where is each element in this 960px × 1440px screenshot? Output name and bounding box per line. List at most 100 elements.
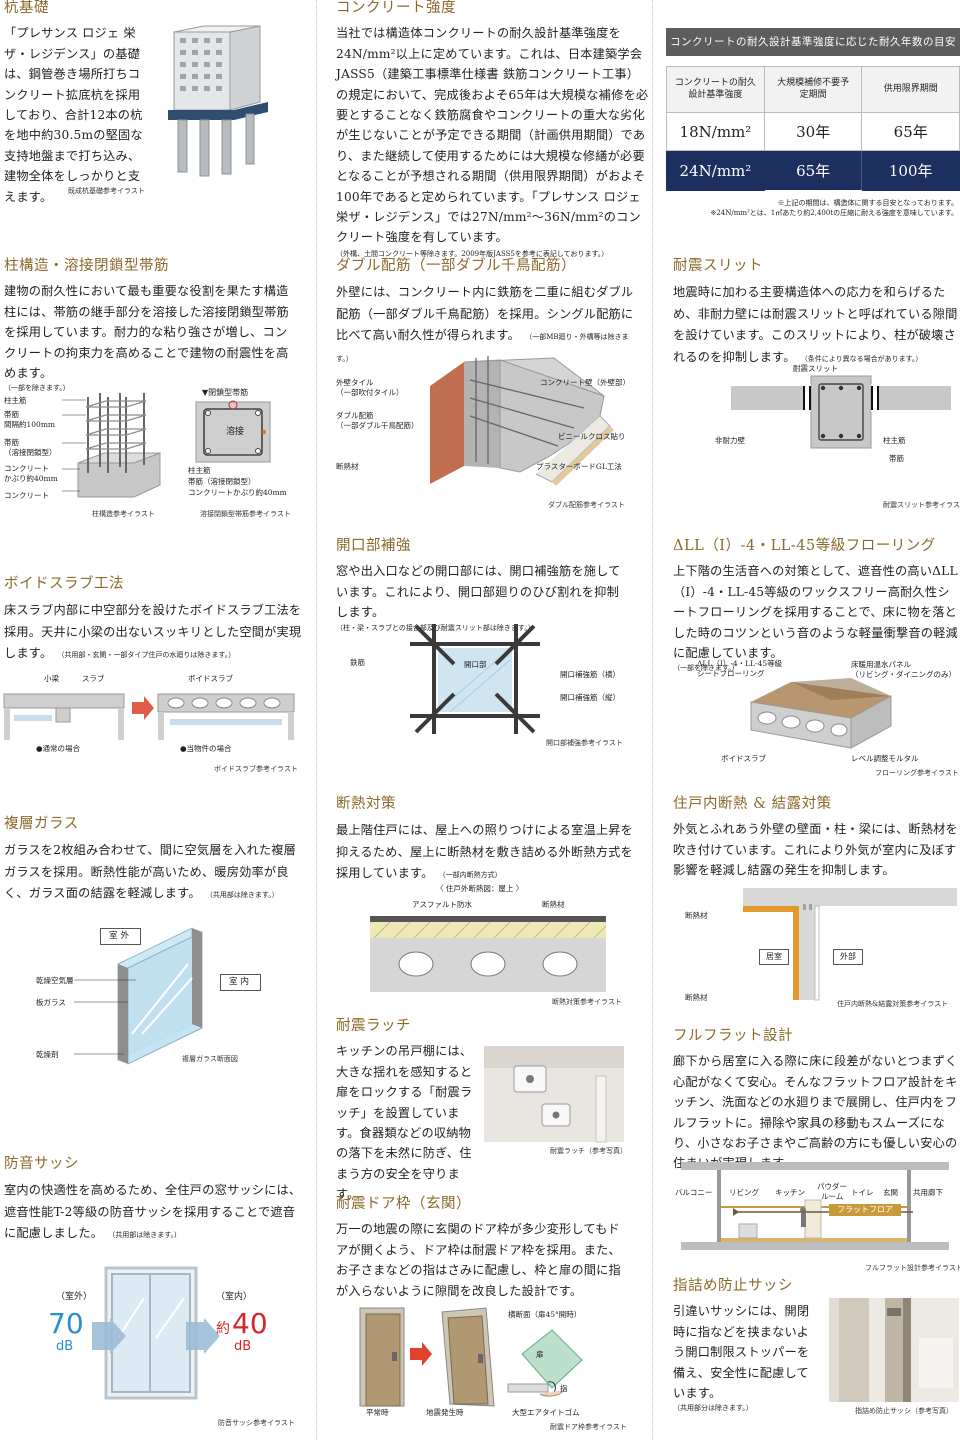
section-title: 指詰め防止サッシ bbox=[673, 1278, 793, 1294]
room-label: バルコニー bbox=[675, 1188, 713, 1197]
flooring-illustration bbox=[750, 678, 892, 749]
table-header: 大規模補修不要予定期間 bbox=[763, 66, 863, 113]
fullflat-section: フルフラット設計 廊下から居室に入る際に床に段差がないとつまずく心配がなくて安心… bbox=[673, 1028, 960, 1272]
table-header: 供用限界期間 bbox=[861, 66, 960, 113]
diagram-label: （溶接閉鎖型） bbox=[4, 448, 57, 457]
section-body: 引違いサッシには、開閉時に指などを挟まないよう開口制限ストッパーを備え、安全性に… bbox=[673, 1304, 810, 1401]
durability-table: コンクリートの耐久設計基準強度 大規模補修不要予定期間 供用限界期間 18N/m… bbox=[666, 66, 960, 191]
section-title: 耐震ラッチ bbox=[336, 1018, 411, 1034]
condensation-illustration bbox=[743, 888, 957, 1001]
diagram-label: （一部ダブル千鳥配筋） bbox=[336, 421, 419, 430]
room-label: 共用廊下 bbox=[913, 1188, 943, 1197]
section-title: コンクリート強度 bbox=[336, 0, 456, 16]
room-label: トイレ bbox=[851, 1188, 874, 1197]
table-cell: 65年 bbox=[763, 150, 863, 191]
leader-lines bbox=[74, 979, 136, 1055]
slit-section: 耐震スリット 地震時に加わる主要構造体への応力を和らげるため、非耐力壁には耐震ス… bbox=[673, 258, 960, 516]
diagram-label: 間隔約100mm bbox=[4, 420, 56, 429]
diagram-label: 断熱材 bbox=[336, 462, 359, 471]
illustration-caption: 溶接閉鎖型帯筋参考イラスト bbox=[200, 510, 291, 518]
diagram-label: ●当物件の場合 bbox=[180, 744, 232, 753]
diagram-label: 横断面（扉45°開時） bbox=[508, 1310, 582, 1319]
section-body: キッチンの吊戸棚には、大きな揺れを感知すると扉をロックする「耐震ラッチ」を設置し… bbox=[336, 1044, 473, 1202]
diagram-label: 帯筋 bbox=[889, 454, 904, 463]
room-label: リビング bbox=[729, 1188, 759, 1197]
diagram-label: ▼閉鎖型帯筋 bbox=[202, 388, 249, 397]
table-cell: 30年 bbox=[763, 112, 863, 151]
section-note: （一部を除きます。） bbox=[4, 384, 70, 393]
section-title: 複層ガラス bbox=[4, 816, 79, 832]
section-note: （一部を除きます。） bbox=[673, 664, 739, 673]
section-title: ダブル配筋（一部ダブル千鳥配筋） bbox=[336, 258, 576, 274]
sound-arrow-out bbox=[186, 1318, 220, 1354]
diagram-label: 平常時 bbox=[366, 1408, 389, 1417]
pile-illustration bbox=[168, 25, 268, 177]
opening-section: 開口部補強 窓や出入口などの開口部には、開口補強筋を施しています。これにより、開… bbox=[336, 538, 636, 753]
diagram-label: 非耐力壁 bbox=[715, 436, 745, 445]
illustration-caption: 住戸内断熱&結露対策参考イラスト bbox=[837, 1000, 949, 1008]
diagram-label: 柱主筋 bbox=[4, 396, 27, 405]
diagram-label: コンクリート bbox=[4, 464, 49, 473]
flat-floor-badge: フラットフロア bbox=[829, 1204, 901, 1216]
table-header: コンクリートの耐久設計基準強度 bbox=[666, 66, 765, 113]
diagram-label: 大型エアタイトゴム bbox=[512, 1408, 580, 1417]
room-label: キッチン bbox=[775, 1188, 805, 1197]
table-note: ※24N/mm²とは、1㎡あたり約2,400tの圧縮に耐える強度を意味しています… bbox=[710, 209, 958, 217]
side-label: 室内 bbox=[220, 974, 262, 991]
flooring-section: ΔLL（I）-4・LL-45等級フローリング 上下階の生活音への対策として、遮音… bbox=[673, 538, 960, 778]
double-rebar-section: ダブル配筋（一部ダブル千鳥配筋） 外壁には、コンクリート内に鉄筋を二重に組むダブ… bbox=[336, 258, 636, 516]
welded-hoop-illustration bbox=[195, 400, 271, 463]
illustration-caption: 耐震ラッチ（参考写真） bbox=[550, 1147, 627, 1155]
room-label: 玄関 bbox=[883, 1188, 898, 1197]
inside-label: （室内） bbox=[216, 1292, 253, 1302]
diagram-label: 帯筋 bbox=[4, 410, 19, 419]
weld-label: 溶接 bbox=[226, 427, 245, 437]
section-body: 外気とふれあう外壁の壁面・柱・梁には、断熱材を吹き付けています。これにより外気が… bbox=[673, 822, 958, 878]
finger-section: 指詰め防止サッシ 引違いサッシには、開閉時に指などを挟まないよう開口制限ストッパ… bbox=[673, 1278, 960, 1438]
table-cell: 100年 bbox=[861, 150, 960, 191]
section-title: ΔLL（I）-4・LL-45等級フローリング bbox=[673, 538, 936, 554]
table-cell: 18N/mm² bbox=[666, 112, 765, 151]
section-body: 最上階住戸には、屋上への照りつけによる室温上昇を抑えるため、屋上に断熱材を敷き詰… bbox=[336, 823, 634, 881]
section-title: 柱構造・溶接閉鎖型帯筋 bbox=[4, 258, 169, 274]
illustration-caption: フルフラット設計参考イラスト bbox=[865, 1264, 960, 1272]
diagram-label: ボイドスラブ bbox=[188, 674, 233, 683]
diagram-label: 断熱材 bbox=[542, 900, 565, 909]
section-title: 断熱対策 bbox=[336, 796, 396, 812]
diagram-label: コンクリート bbox=[4, 491, 49, 500]
section-title: 住戸内断熱 & 結露対策 bbox=[673, 796, 832, 812]
side-label: 室外 bbox=[100, 928, 142, 945]
roof-insulation-illustration bbox=[370, 916, 607, 992]
section-body: 万一の地震の際に玄関のドア枠が多少変形してもドアが開くよう、ドア枠は耐震ドア枠を… bbox=[336, 1222, 621, 1298]
section-body: ガラスを2枚組み合わせて、間に空気層を入れた複層ガラスを採用。断熱性能が高いため… bbox=[4, 843, 297, 901]
section-note: （共用部分は除きます。） bbox=[673, 1404, 753, 1413]
section-body: 上下階の生活音への対策として、遮音性の高いΔLL（I）-4・LL-45等級のワッ… bbox=[673, 564, 958, 661]
diagram-label: 開口補強筋（横） bbox=[560, 670, 620, 679]
section-note: （一部MB廻り・外構等は除きます。） bbox=[336, 333, 629, 363]
diagram-label: 断熱材 bbox=[685, 911, 708, 920]
section-note: （共用部は除きます。） bbox=[205, 891, 279, 900]
section-note: （共用部は除きます。） bbox=[108, 1231, 182, 1240]
outside-db-value: 70 bbox=[48, 1307, 84, 1340]
diagram-label: ビニールクロス貼り bbox=[558, 432, 626, 441]
diagram-label: 開口補強筋（縦） bbox=[560, 693, 620, 702]
illustration-caption: 耐震ドア枠参考イラスト bbox=[550, 1423, 627, 1431]
section-note: （条件により異なる場合があります。） bbox=[800, 354, 923, 363]
section-body: 建物の耐久性において最も重要な役割を果たす構造柱には、帯筋の継手部分を溶接した溶… bbox=[4, 284, 289, 381]
diagram-label: 地震発生時 bbox=[426, 1408, 464, 1417]
void-slab-illustration bbox=[3, 693, 295, 740]
section-title: 耐震ドア枠（玄関） bbox=[336, 1196, 471, 1212]
diagram-label: プラスターボードGL工法 bbox=[536, 462, 622, 471]
table-cell: 65年 bbox=[861, 112, 960, 151]
diagram-label: ダブル配筋 bbox=[336, 411, 374, 420]
diagram-title: 〈 住戸外断熱図：屋上 〉 bbox=[436, 884, 524, 893]
diagram-label: シートフローリング bbox=[697, 669, 765, 678]
diagram-label: 乾燥空気層 bbox=[36, 976, 74, 985]
section-title: 杭基礎 bbox=[4, 0, 49, 16]
outside-label: （室外） bbox=[56, 1292, 93, 1302]
diagram-label: 外壁タイル bbox=[336, 378, 374, 387]
illustration-caption: 複層ガラス断面図 bbox=[182, 1055, 238, 1063]
illustration-caption: 既成杭基礎参考イラスト bbox=[68, 187, 145, 195]
illustration-caption: 防音サッシ参考イラスト bbox=[218, 1419, 295, 1427]
double-rebar-illustration bbox=[430, 356, 614, 486]
